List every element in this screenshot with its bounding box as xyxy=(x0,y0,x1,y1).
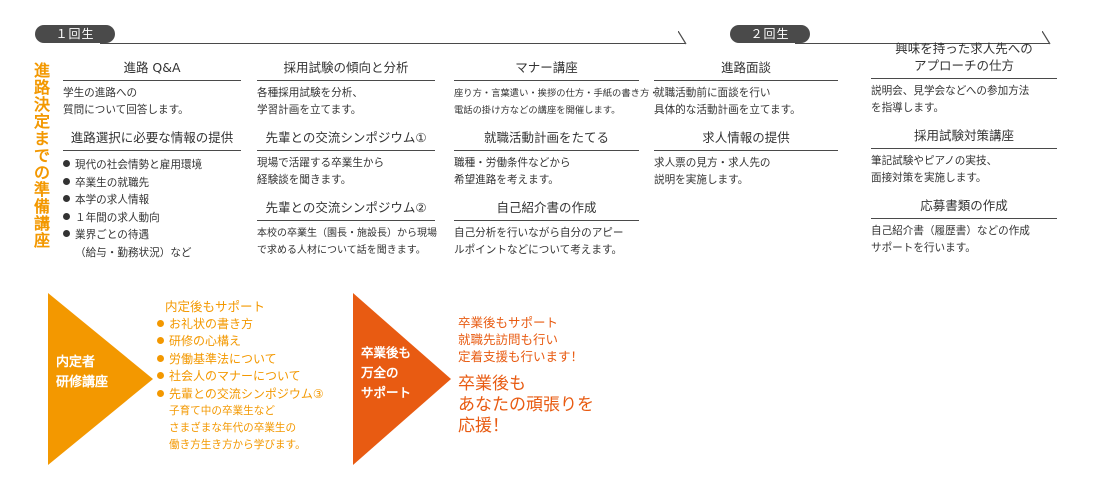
chevron-shape xyxy=(353,293,451,465)
list-item: 社会人のマナーについて xyxy=(157,368,324,386)
list-item: １年間の求人動向 xyxy=(63,210,241,228)
section-title: 先輩との交流シンポジウム① xyxy=(257,127,435,151)
column-5: 興味を持った求人先への アプローチの仕方 説明会、見学会などへの参加方法 を指導… xyxy=(871,40,1057,257)
section-title: マナー講座 xyxy=(454,57,639,81)
after-offer-tail: 子育て中の卒業生など さまざまな年代の卒業生の 働き方生き方から学びます。 xyxy=(169,405,306,451)
section-title: 就職活動計画をたてる xyxy=(454,127,639,151)
section-body: 各種採用試験を分析、 学習計画を立てます。 xyxy=(257,87,363,116)
column-3: マナー講座 座り方・言葉遣い・挨拶の仕方・手紙の書き方・ 電話の掛け方などの講座… xyxy=(454,57,659,259)
column-2: 採用試験の傾向と分析 各種採用試験を分析、 学習計画を立てます。 先輩との交流シ… xyxy=(257,57,437,259)
section-title: 興味を持った求人先への アプローチの仕方 xyxy=(871,40,1057,79)
section-title: 進路選択に必要な情報の提供 xyxy=(63,127,241,151)
list-item: 本学の求人情報 xyxy=(63,192,241,210)
year1-tab: １回生 xyxy=(35,25,115,43)
list-item: 卒業生の就職先 xyxy=(63,175,241,193)
section-body: 筆記試験やピアノの実技、 面接対策を実施します。 xyxy=(871,155,998,184)
chevron-after-graduation: 卒業後も 万全の サポート xyxy=(353,293,451,465)
section-title: 採用試験対策講座 xyxy=(871,125,1057,149)
section-title: 求人情報の提供 xyxy=(654,127,838,151)
after-offer-heading: 内定後もサポート xyxy=(165,299,266,314)
side-title: 進路決定までの準備講座 xyxy=(33,61,50,250)
info-bullet-list: 現代の社会情勢と雇用環境 卒業生の就職先 本学の求人情報 １年間の求人動向 業界… xyxy=(63,157,241,262)
year1-timeline xyxy=(100,43,685,44)
section-body: 説明会、見学会などへの参加方法 を指導します。 xyxy=(871,85,1030,114)
year2-tab: ２回生 xyxy=(730,25,810,43)
list-item: 先輩との交流シンポジウム③ xyxy=(157,386,324,404)
chevron-shape xyxy=(48,293,153,465)
list-item-tail: （給与・勤務状況）など xyxy=(75,246,192,259)
section-body: 就職活動前に面談を行い 具体的な活動計画を立てます。 xyxy=(654,87,801,116)
year2-timeline xyxy=(795,43,1049,44)
chevron-label: 卒業後も 万全の サポート xyxy=(361,345,412,400)
section-title: 自己紹介書の作成 xyxy=(454,197,639,221)
list-item: 現代の社会情勢と雇用環境 xyxy=(63,157,241,175)
section-body: 本校の卒業生（園長・施設長）から現場 で求める人材について話を聞きます。 xyxy=(257,228,437,256)
section-title: 進路 Q&A xyxy=(63,57,241,81)
year2-timeline-arrowhead xyxy=(1041,30,1052,45)
chevron-offer-training: 内定者 研修講座 xyxy=(48,293,153,465)
list-item: 業界ごとの待遇 xyxy=(63,227,241,245)
section-title: 応募書類の作成 xyxy=(871,195,1057,219)
section-body: 学生の進路への 質問について回答します。 xyxy=(63,87,189,116)
year1-timeline-arrowhead xyxy=(677,30,688,45)
chevron-label: 内定者 研修講座 xyxy=(56,355,109,390)
section-body: 現場で活躍する卒業生から 経験談を聞きます。 xyxy=(257,157,385,186)
after-graduation-headline: 卒業後も あなたの頑張りを 応援！ xyxy=(458,374,594,436)
section-body: 自己紹介書（履歴書）などの作成 サポートを行います。 xyxy=(871,225,1030,254)
after-graduation-support: 卒業後もサポート 就職先訪問も行い 定着支援も行います！ 卒業後も あなたの頑張… xyxy=(458,314,594,437)
section-body: 求人票の見方・求人先の 説明を実施します。 xyxy=(654,157,771,186)
column-1: 進路 Q&A 学生の進路への 質問について回答します。 進路選択に必要な情報の提… xyxy=(63,57,241,262)
list-item: 労働基準法について xyxy=(157,351,324,369)
section-body: 職種・労働条件などから 希望進路を考えます。 xyxy=(454,157,571,186)
list-item: 研修の心構え xyxy=(157,333,324,351)
section-body: 自己分析を行いながら自分のアピー ルポイントなどについて考えます。 xyxy=(454,227,624,256)
section-title: 進路面談 xyxy=(654,57,838,81)
column-4: 進路面談 就職活動前に面談を行い 具体的な活動計画を立てます。 求人情報の提供 … xyxy=(654,57,838,189)
after-offer-support: 内定後もサポート お礼状の書き方 研修の心構え 労働基準法について 社会人のマナ… xyxy=(157,298,324,454)
section-title: 先輩との交流シンポジウム② xyxy=(257,197,435,221)
list-item: お礼状の書き方 xyxy=(157,316,324,334)
section-title: 採用試験の傾向と分析 xyxy=(257,57,435,81)
after-graduation-lines: 卒業後もサポート 就職先訪問も行い 定着支援も行います！ xyxy=(458,315,584,364)
section-body: 座り方・言葉遣い・挨拶の仕方・手紙の書き方・ 電話の掛け方などの講座を開催します… xyxy=(454,88,659,116)
